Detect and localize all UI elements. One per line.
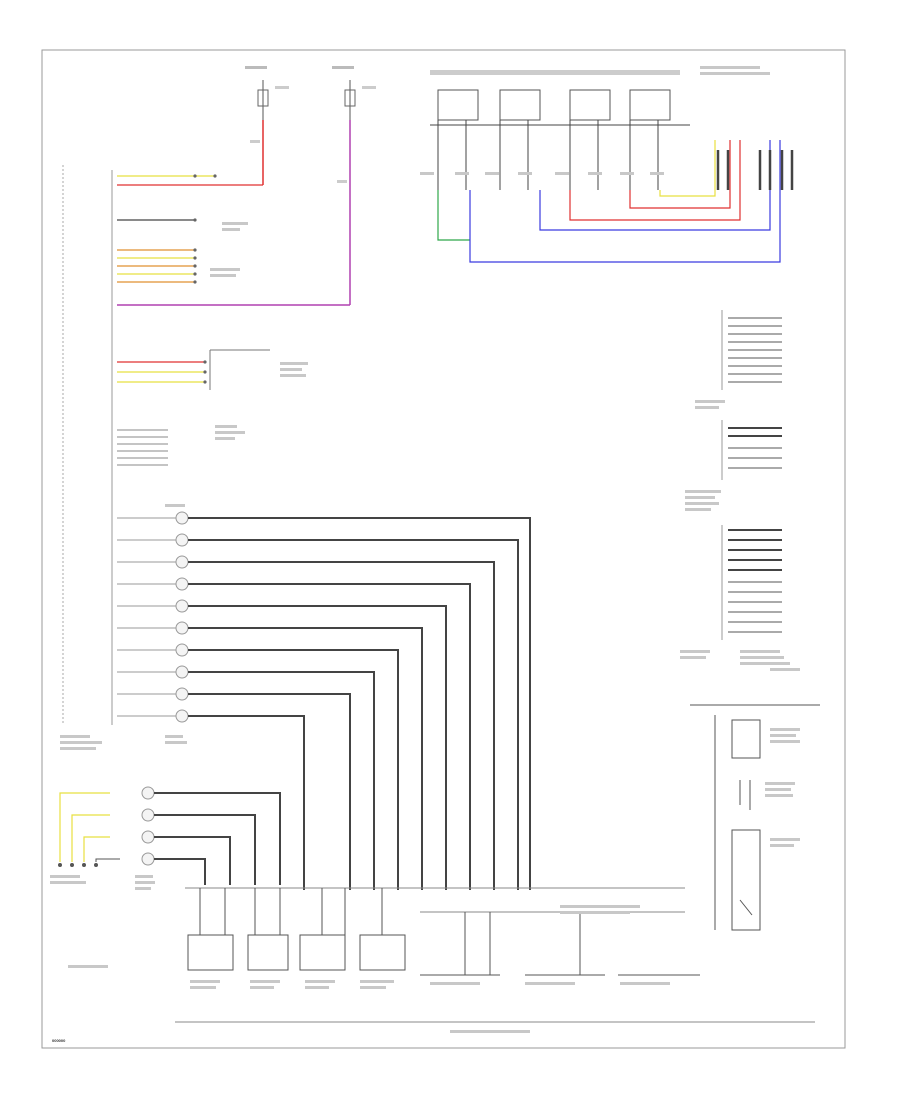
right-connector-column (680, 310, 800, 671)
lower-connector-group (50, 786, 281, 968)
module-box-mid-left (209, 349, 270, 390)
pin-row-group-1 (117, 429, 168, 466)
fuse-group-left (257, 80, 356, 305)
bottom-labels (190, 905, 670, 1033)
top-right-module (420, 66, 794, 263)
diagram-border (41, 49, 846, 1049)
text-blocks-left (210, 222, 308, 440)
bus-lines-bottom (175, 887, 815, 1023)
upper-wire-group (117, 175, 350, 383)
circle-connector-column (117, 511, 531, 890)
fuse-labels (245, 66, 376, 183)
diagram-footer-id: 000000 (52, 1038, 66, 1043)
lower-right-labels (765, 728, 800, 847)
bottom-switches (187, 888, 700, 976)
lower-right-components (690, 704, 820, 931)
left-connector-block (62, 165, 113, 725)
upper-pin-markers (193, 174, 217, 384)
lower-left-labels (60, 504, 187, 750)
